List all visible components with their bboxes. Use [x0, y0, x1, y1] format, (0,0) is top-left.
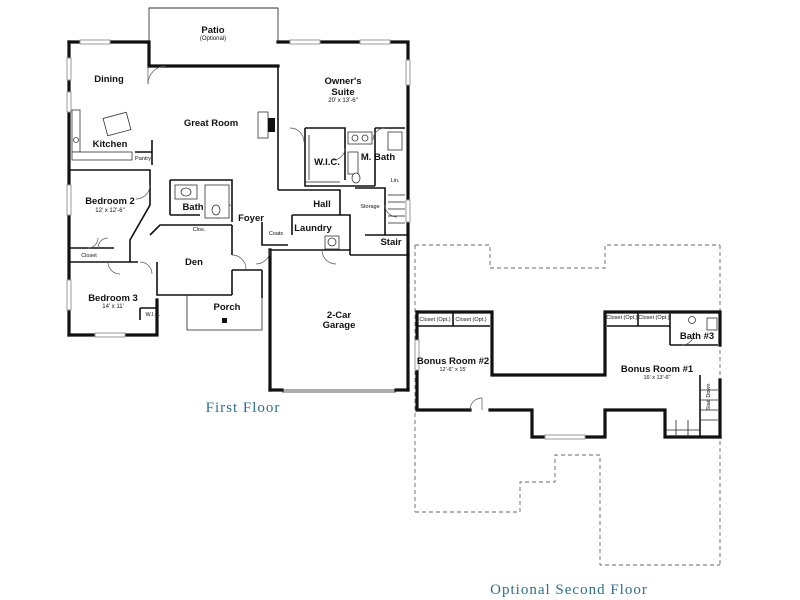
porch-label: Porch [214, 302, 241, 313]
second-floor-closets [414, 312, 718, 440]
bonus1-dims: 16' x 13'-6" [644, 375, 671, 381]
foyer-label: Foyer [238, 213, 264, 224]
bedroom2-label: Bedroom 2 [85, 196, 135, 207]
patio-note: (Optional) [200, 36, 226, 42]
first-floor-title: First Floor [206, 400, 281, 416]
storage-label: Storage [360, 204, 379, 210]
bonus2-label: Bonus Room #2 [417, 356, 489, 367]
fixtures [71, 109, 405, 323]
second-floor-dashed-outline [414, 244, 721, 566]
hall-label: Hall [313, 199, 330, 210]
great-room-label: Great Room [184, 118, 238, 129]
second-floor-walls [415, 310, 722, 439]
closet-opt-3-label: Closet (Opt.) [606, 315, 637, 321]
first-floor-labels: Patio (Optional) Dining Great Room Kitch… [81, 25, 402, 331]
first-floor-plan: Patio (Optional) Dining Great Room Kitch… [66, 7, 411, 416]
bedroom3-dims: 14' x 11' [102, 304, 124, 310]
wic-bed3-label: W.I.C. [146, 312, 161, 318]
stair-label: Stair [380, 237, 401, 248]
owners-suite-dims: 20' x 13'-6" [328, 98, 357, 104]
bonus1-label: Bonus Room #1 [621, 364, 694, 375]
coats-label: Coats [269, 231, 284, 237]
garage-label-line1: 2-Car [327, 310, 352, 321]
stair-down-label: Stair Down [706, 384, 712, 411]
bedroom3-label: Bedroom 3 [88, 293, 138, 304]
closet-bed2-label: Closet [81, 253, 97, 259]
lin-label: Lin. [391, 178, 400, 184]
bonus2-dims: 12'-6" x 15' [440, 367, 467, 373]
pantry-label: Pantry [135, 156, 151, 162]
wic-owner-label: W.I.C. [314, 157, 340, 168]
bath-label: Bath [182, 202, 203, 213]
patio-outline [148, 7, 279, 42]
bedroom2-dims: 12' x 12'-6" [95, 208, 124, 214]
laundry-label: Laundry [294, 223, 332, 234]
windows [66, 39, 411, 338]
den-label: Den [185, 257, 203, 268]
m-bath-label: M. Bath [361, 152, 396, 163]
dining-label: Dining [94, 74, 124, 85]
closet-opt-4-label: Closet (Opt.) [638, 315, 669, 321]
closet-opt-2-label: Closet (Opt.) [455, 317, 486, 323]
closet-opt-1-label: Closet (Opt.) [419, 317, 450, 323]
bath3-label: Bath #3 [680, 331, 714, 342]
garage-label-line2: Garage [323, 320, 356, 331]
owners-suite-label-line2: Suite [331, 87, 354, 98]
patio-label: Patio [201, 25, 224, 36]
interior-walls [69, 66, 408, 331]
second-floor-plan: Closet (Opt.) Closet (Opt.) Closet (Opt.… [414, 244, 722, 598]
second-floor-title: Optional Second Floor [490, 582, 648, 598]
kitchen-label: Kitchen [93, 139, 128, 150]
second-floor-labels: Closet (Opt.) Closet (Opt.) Closet (Opt.… [417, 315, 714, 410]
clos-label: Clos. [193, 227, 206, 233]
owners-suite-label-line1: Owner's [324, 76, 361, 87]
